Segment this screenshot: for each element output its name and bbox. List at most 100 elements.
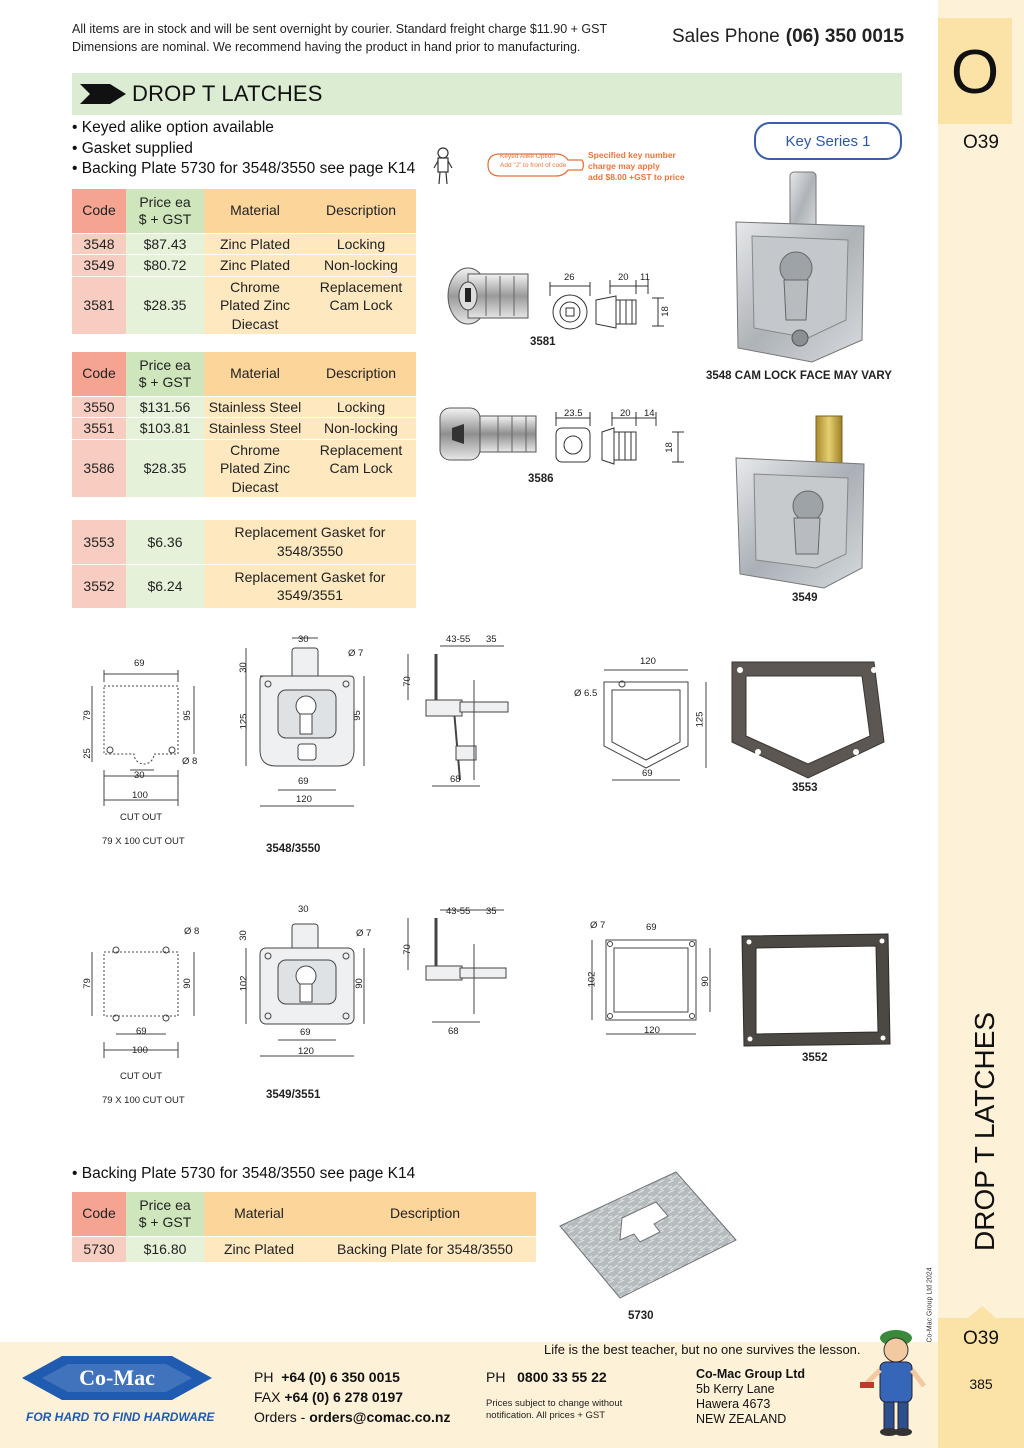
table-header-row: Code Price ea$ + GST Material Descriptio… [72, 189, 416, 233]
col-description: Description [314, 1192, 536, 1236]
cell-code: 3549 [72, 254, 126, 276]
dim-30: 30 [298, 634, 309, 645]
mascot-icon [860, 1330, 926, 1436]
address-line: Hawera 4673 [696, 1397, 771, 1411]
dim-102: 102 [238, 975, 250, 992]
dim-30: 30 [237, 662, 249, 673]
cell-material: Zinc Plated [204, 232, 306, 255]
dim-35: 35 [486, 634, 497, 645]
dim-95: 95 [181, 710, 193, 721]
col-material: Material [204, 189, 306, 233]
feature-item: Keyed alike option available [72, 118, 415, 139]
description-line: 3549/3551 [276, 587, 344, 604]
cell-price: $28.35 [126, 275, 204, 334]
side-band [938, 0, 1024, 1342]
sales-phone: Sales Phone(06) 350 0015 [672, 26, 904, 48]
notice-line-1: All items are in stock and will be sent … [72, 22, 608, 36]
material-line: Chrome [230, 278, 280, 295]
col-price-line-1: Price ea [139, 193, 191, 210]
ph2-number[interactable]: 0800 33 55 22 [517, 1369, 607, 1385]
ph2-label: PH [486, 1369, 506, 1385]
col-price-line-1: Price ea [139, 1196, 191, 1213]
orders-email-link[interactable]: orders@comac.co.nz [309, 1409, 451, 1425]
keyed-alike-note: Keyed Alike Option Add "J" to front of c… [486, 148, 702, 188]
sales-label: Sales Phone [672, 26, 780, 47]
logo-tagline: FOR HARD TO FIND HARDWARE [26, 1410, 215, 1424]
gasket-3553-photo [731, 661, 885, 779]
gasket-drawing-3553 [603, 669, 707, 781]
fax-number: +64 (0) 6 278 0197 [284, 1389, 404, 1405]
material-line: Plated Zinc [219, 297, 291, 313]
dim-dia-7: Ø 7 [356, 928, 372, 939]
material-line: Chrome [230, 441, 280, 458]
table-zinc-latches: Code Price ea$ + GST Material Descriptio… [72, 189, 416, 334]
specified-key-line-3: add $8.00 +GST to price [588, 172, 685, 182]
dim-120: 120 [296, 794, 312, 805]
dim-20: 20 [618, 272, 629, 283]
ph-number[interactable]: +64 (0) 6 350 0015 [281, 1369, 400, 1385]
disclaimer-line: notification. All prices + GST [486, 1410, 606, 1421]
dim-18: 18 [659, 306, 671, 317]
dim-69: 69 [136, 1026, 147, 1037]
dim-dia-7: Ø 7 [348, 648, 364, 659]
side-section-title: DROP T LATCHES [969, 1011, 1000, 1251]
specified-key-line-1: Specified key number [588, 150, 676, 160]
section-letter: O [950, 38, 1000, 107]
col-material: Material [204, 1192, 314, 1236]
col-description: Description [306, 189, 416, 233]
cell-material: Stainless Steel [204, 417, 306, 439]
dim-14: 14 [644, 408, 655, 419]
freephone-block: PH 0800 33 55 22 [486, 1367, 607, 1387]
dim-30: 30 [237, 930, 249, 941]
sales-number[interactable]: (06) 350 0015 [785, 26, 905, 47]
cell-code: 3586 [72, 438, 126, 497]
section-code-top: O39 [963, 132, 999, 153]
cut-out-label: CUT OUT [120, 1071, 163, 1082]
gasket-3552-photo [741, 933, 891, 1047]
dim-dia-8: Ø 8 [184, 926, 200, 937]
col-price-line-2: $ + GST [138, 1213, 192, 1230]
dim-70: 70 [401, 944, 413, 955]
col-price: Price ea$ + GST [126, 1192, 204, 1236]
dim-dia-8: Ø 8 [182, 756, 198, 767]
table-backing-plate: Code Price ea$ + GST Material Descriptio… [72, 1192, 536, 1262]
cell-material: Zinc Plated [204, 254, 306, 276]
dim-dia-7: Ø 7 [590, 920, 606, 931]
dim-11: 11 [640, 272, 650, 283]
col-code: Code [72, 189, 126, 233]
cell-code: 5730 [72, 1235, 126, 1262]
col-price: Price ea$ + GST [126, 189, 204, 233]
cutout-drawing-3549 [91, 946, 195, 1058]
dim-25: 25 [81, 748, 93, 759]
dim-69: 69 [298, 776, 309, 787]
col-price: Price ea$ + GST [126, 352, 204, 396]
cell-code: 3553 [72, 520, 126, 564]
dim-79: 79 [81, 710, 93, 721]
description-line: Cam Lock [329, 460, 393, 476]
address-line: 5b Kerry Lane [696, 1382, 775, 1396]
cell-price: $6.24 [126, 563, 204, 608]
col-price-line-2: $ + GST [138, 373, 192, 390]
dim-43-55: 43-55 [446, 634, 471, 645]
material-line: Diecast [231, 478, 279, 495]
dim-18: 18 [663, 442, 675, 453]
front-drawing-3548 [245, 637, 365, 807]
col-description: Description [306, 352, 416, 396]
company-name: Co-Mac Group Ltd [696, 1367, 806, 1381]
dim-30: 30 [298, 904, 309, 915]
dim-23-5: 23.5 [564, 408, 583, 419]
description-line: Replacement [319, 278, 403, 295]
cell-price: $131.56 [126, 395, 204, 418]
side-drawing-3549 [407, 909, 507, 1023]
table-stainless-latches: Code Price ea$ + GST Material Descriptio… [72, 352, 416, 497]
col-code: Code [72, 352, 126, 396]
col-material: Material [204, 352, 306, 396]
dim-100: 100 [132, 790, 148, 801]
orders-label: Orders - [254, 1409, 306, 1425]
ph-label: PH [254, 1369, 274, 1385]
label-3586: 3586 [528, 473, 554, 485]
